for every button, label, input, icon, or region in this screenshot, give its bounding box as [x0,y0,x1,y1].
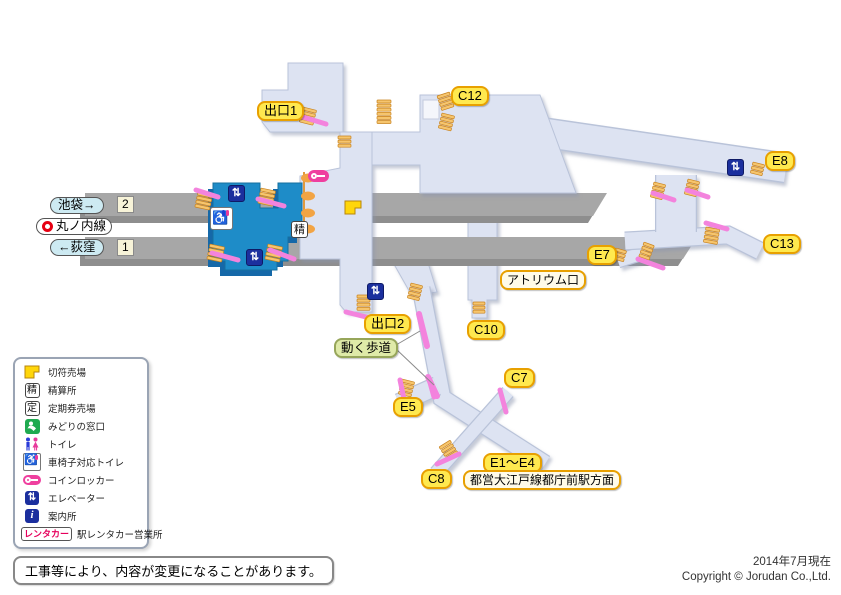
legend-row-wheelchair-toilet: ♿ 車椅子対応トイレ [23,453,125,471]
escalator-icon [193,187,221,200]
exit-label-c10: C10 [467,320,505,340]
platform-number-2: 2 [117,196,134,213]
legend-row-ticket-machine: 切符売場 [21,364,141,381]
escalator-icon [497,387,509,415]
fare-adjustment-icon: 精 [291,221,308,238]
wheelchair-toilet-icon: ♿ [23,453,41,471]
exit-label-c7: C7 [504,368,535,388]
elevator-icon: ⇅ [727,159,744,176]
corridor-hall [339,94,577,194]
exit-label-e7: E7 [587,245,617,265]
legend-row-elevator: ⇅ エレベーター [21,490,141,507]
corridor-concourse [299,131,373,313]
marunouchi-line-icon [42,221,53,232]
room-c12 [422,99,440,120]
exit-label-atrium: アトリウム口 [500,270,587,290]
map-date: 2014年7月現在 [753,556,831,568]
moving-walkway-icon [416,311,430,349]
stairs-icon [436,91,455,111]
legend-row-midori: みどりの窓口 [21,418,141,435]
escalator-icon [255,196,287,209]
exit-label-c12: C12 [451,86,489,106]
escalator-icon [434,451,462,467]
oedo-line-direction-label: 都営大江戸線都庁前駅方面 [463,470,622,490]
legend-row-toilet: トイレ [21,436,141,453]
rental-car-icon: レンタカー [21,527,73,541]
coin-locker-icon [308,170,329,182]
platform-number-1: 1 [117,239,134,256]
exit-label-e5: E5 [393,397,423,417]
legend-box: 切符売場 精 精算所 定 定期券売場 みどりの窓口 [13,357,163,549]
escalator-icon [635,256,666,271]
legend-row-fare-adjustment: 精 精算所 [21,382,141,399]
exit-label-c13: C13 [763,234,801,254]
escalator-icon [684,187,711,200]
direction-ogikubo-label: ←荻窪 [50,239,104,256]
escalator-icon [209,250,241,263]
commuter-pass-icon: 定 [24,400,40,416]
stairs-icon [750,161,765,176]
copyright: Copyright © Jorudan Co.,Ltd. [681,571,831,583]
stairs-icon [407,282,423,301]
moving-walkway-label: 動く歩道 [334,338,399,358]
elevator-icon: ⇅ [228,185,245,202]
wheelchair-toilet-icon: ♿ [210,207,233,230]
elevator-icon: ⇅ [246,249,263,266]
elevator-icon: ⇅ [25,491,39,505]
coin-locker-icon [23,475,41,485]
ticket-machine-icon [21,365,43,379]
legend-row-coin-locker: コインロッカー [21,472,141,489]
key-icon [311,173,317,179]
exit-label-e8: E8 [765,151,795,171]
footer: 2014年7月現在 Copyright © Jorudan Co.,Ltd. [682,555,831,585]
stairs-icon [356,294,371,311]
escalator-icon [426,376,437,400]
stairs-icon [703,226,721,245]
stairs-icon [472,301,486,314]
stairs-icon [438,112,455,132]
exit-label-exit2: 出口2 [364,314,412,334]
fare-adjustment-icon: 精 [24,382,40,398]
exit-label-c8: C8 [421,469,452,489]
corridors [261,62,789,478]
escalator-icon [650,190,677,203]
exit-label-e1-e4: E1〜E4 [483,453,542,473]
corridor-c13 [624,226,764,259]
midori-window-icon [21,418,43,434]
escalator-icon [267,247,297,262]
legend-row-information: i 案内所 [21,508,141,525]
information-icon: i [25,509,39,523]
ticket-machine-icon [344,200,363,221]
stairs-icon [638,241,655,261]
male-figure-icon [222,210,225,216]
exit-label-exit1: 出口1 [257,101,305,121]
escalator-icon [703,220,730,232]
line-name-label: 丸ノ内線 [36,218,113,235]
escalator-icon [397,377,407,402]
stairs-icon [337,135,352,148]
female-figure-icon [226,210,229,216]
legend-row-commuter-pass: 定 定期券売場 [21,400,141,417]
corridor-walkway [412,286,550,471]
toilet-icon [21,437,43,451]
walkway-pointer-lines [395,330,435,386]
stairs-icon [376,99,392,124]
direction-ikebukuro-label: 池袋→ [50,197,104,214]
line-name-text: 丸ノ内線 [56,219,107,233]
elevator-icon: ⇅ [367,283,384,300]
construction-note: 工事等により、内容が変更になることがあります。 [13,556,334,585]
legend-row-rental-car: レンタカー 駅レンタカー営業所 [21,526,163,543]
